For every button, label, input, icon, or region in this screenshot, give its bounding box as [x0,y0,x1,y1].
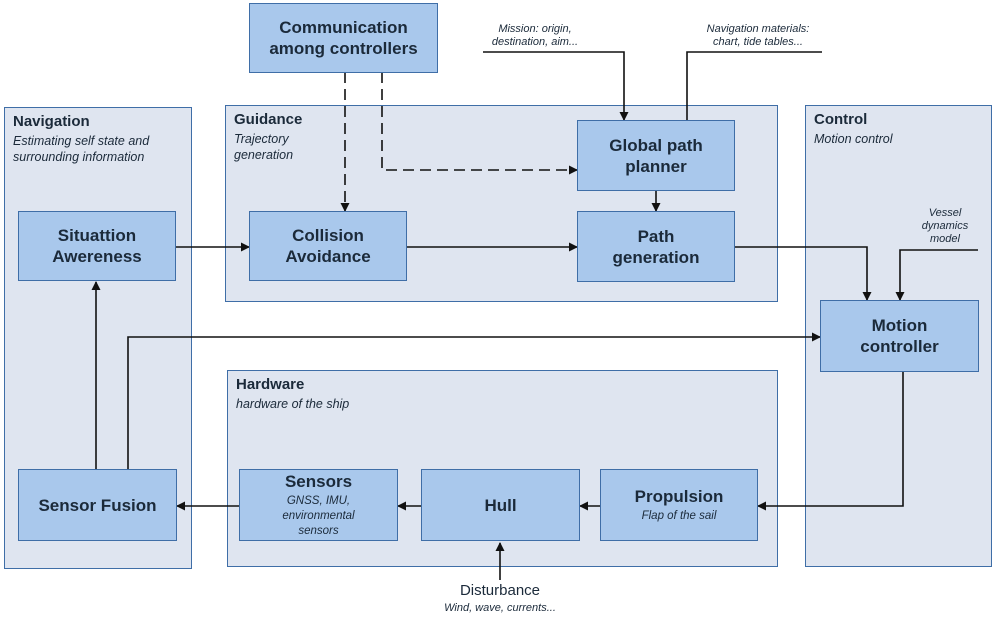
control-title: Control [814,111,868,128]
disturbance-label: Disturbance [459,582,541,599]
path-generation-label: Path generation [612,226,700,267]
sensor-fusion-box: Sensor Fusion [18,469,177,541]
hardware-subtitle: hardware of the ship [236,397,350,411]
guidance-title: Guidance [234,111,303,128]
propulsion-sublabel: Flap of the sail [641,510,717,522]
communication-label: Communication among controllers [269,18,418,58]
control-subtitle: Motion control [814,132,893,146]
situation-awareness-label: Situattion Awereness [52,226,142,266]
mission-note: Mission: origin, destination, aim... [491,23,579,48]
sensors-label: Sensors [284,472,353,491]
motion-controller-label: Motion controller [860,316,939,356]
sensors-box: Sensors GNSS, IMU, environmental sensors [239,469,398,541]
global-path-planner-label: Global path planner [609,135,703,176]
collision-avoidance-box: Collision Avoidance [249,211,407,281]
navigation-title: Navigation [13,113,90,130]
sensors-sublabel: GNSS, IMU, environmental sensors [282,495,355,537]
guidance-subtitle: Trajectory generation [234,132,294,162]
collision-avoidance-label: Collision Avoidance [285,226,371,266]
propulsion-box: Propulsion Flap of the sail [600,469,758,541]
hardware-title: Hardware [236,376,305,393]
navigation-materials-note: Navigation materials: chart, tide tables… [706,23,810,48]
propulsion-label: Propulsion [634,487,724,506]
disturbance-sublabel: Wind, wave, currents... [444,602,556,614]
vessel-dynamics-note: Vessel dynamics model [921,207,969,245]
situation-awareness-box: Situattion Awereness [18,211,176,281]
hull-box: Hull [421,469,580,541]
motion-controller-box: Motion controller [820,300,979,372]
sensor-fusion-label: Sensor Fusion [38,495,157,515]
hull-label: Hull [484,495,517,515]
navigation-subtitle: Estimating self state and surrounding in… [13,134,150,164]
path-generation-box: Path generation [577,211,735,282]
global-path-planner-box: Global path planner [577,120,735,191]
communication-box: Communication among controllers [249,3,438,73]
